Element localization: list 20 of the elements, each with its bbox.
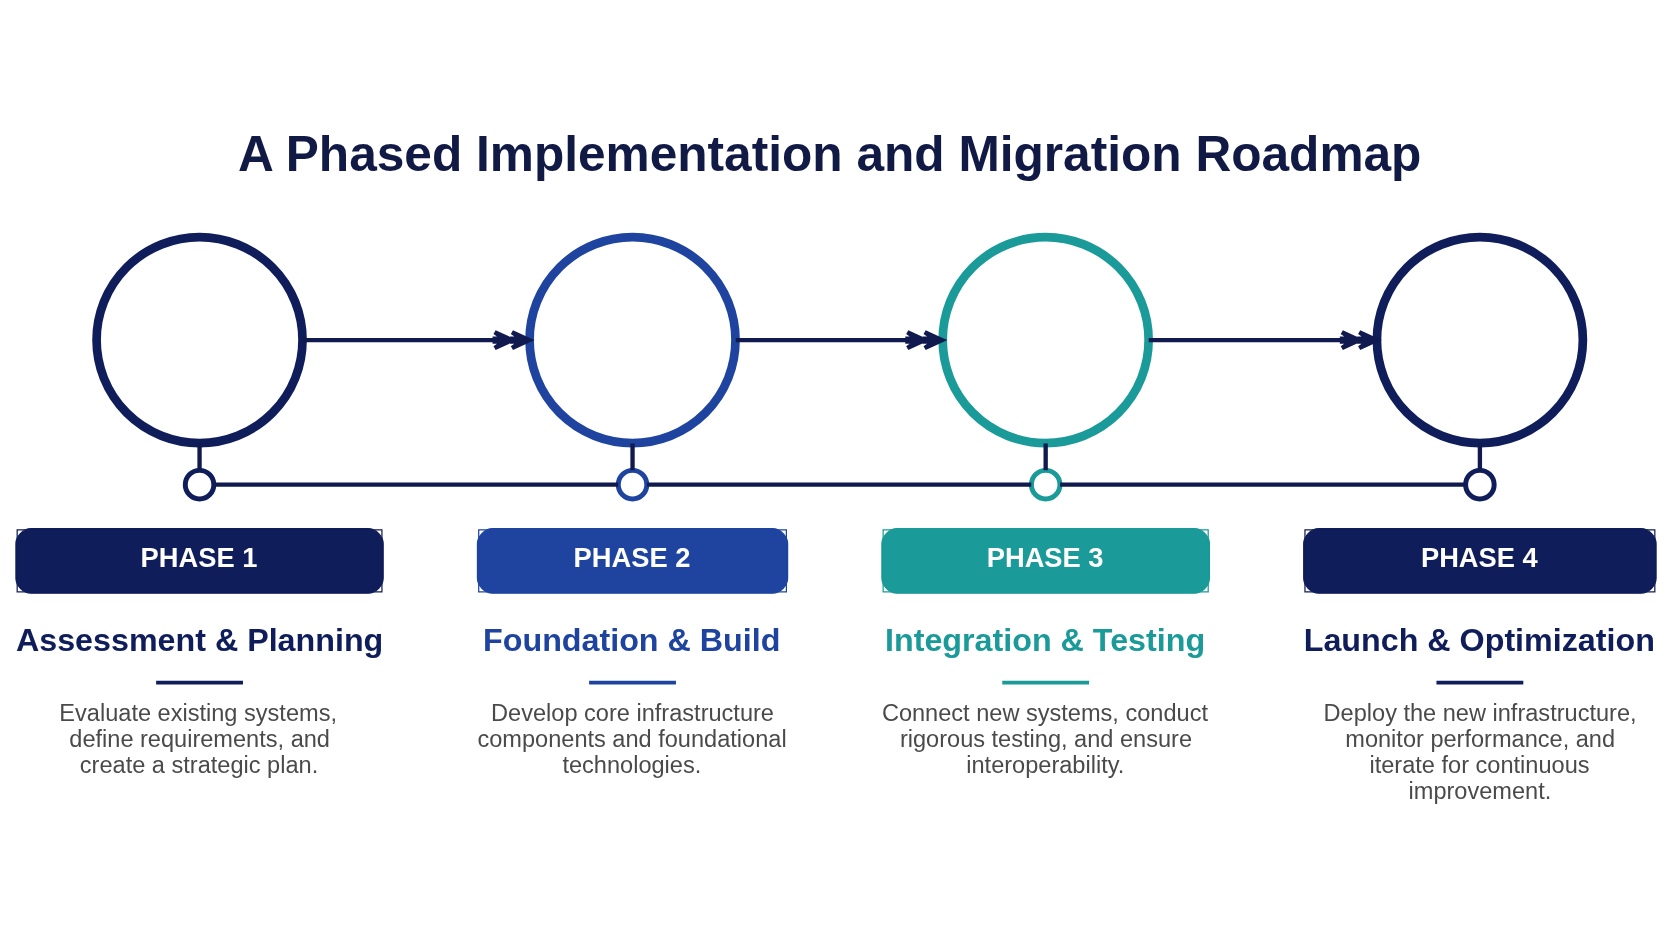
node-label: Evaluate existing systems, define requirements, and create a strategic plan. (59, 699, 337, 778)
connector (1060, 481, 1466, 487)
node-label: Connect new systems, conduct rigorous testing, and ensure interoperability. (881, 699, 1209, 778)
node-circle (615, 467, 650, 501)
node-circle (182, 467, 217, 501)
connector (647, 481, 1032, 487)
connector (630, 442, 635, 470)
node-circle (1372, 232, 1588, 447)
connector (1043, 442, 1048, 470)
node-circle (938, 232, 1153, 447)
node-circle (525, 232, 740, 447)
node-label: Deploy the new infrastructure, monitor performance, and iterate for continuous improvement. (1323, 699, 1637, 804)
connector (213, 481, 619, 487)
diagram-title: A Phased Implementation and Migration Roadmap (238, 125, 1422, 182)
node-circle (92, 232, 307, 447)
node-label: Develop core infrastructure components and foundational technologies. (477, 699, 787, 778)
connector (1477, 442, 1483, 470)
node-circle (1028, 467, 1063, 501)
node-circle (1463, 467, 1497, 501)
connector (197, 442, 202, 470)
